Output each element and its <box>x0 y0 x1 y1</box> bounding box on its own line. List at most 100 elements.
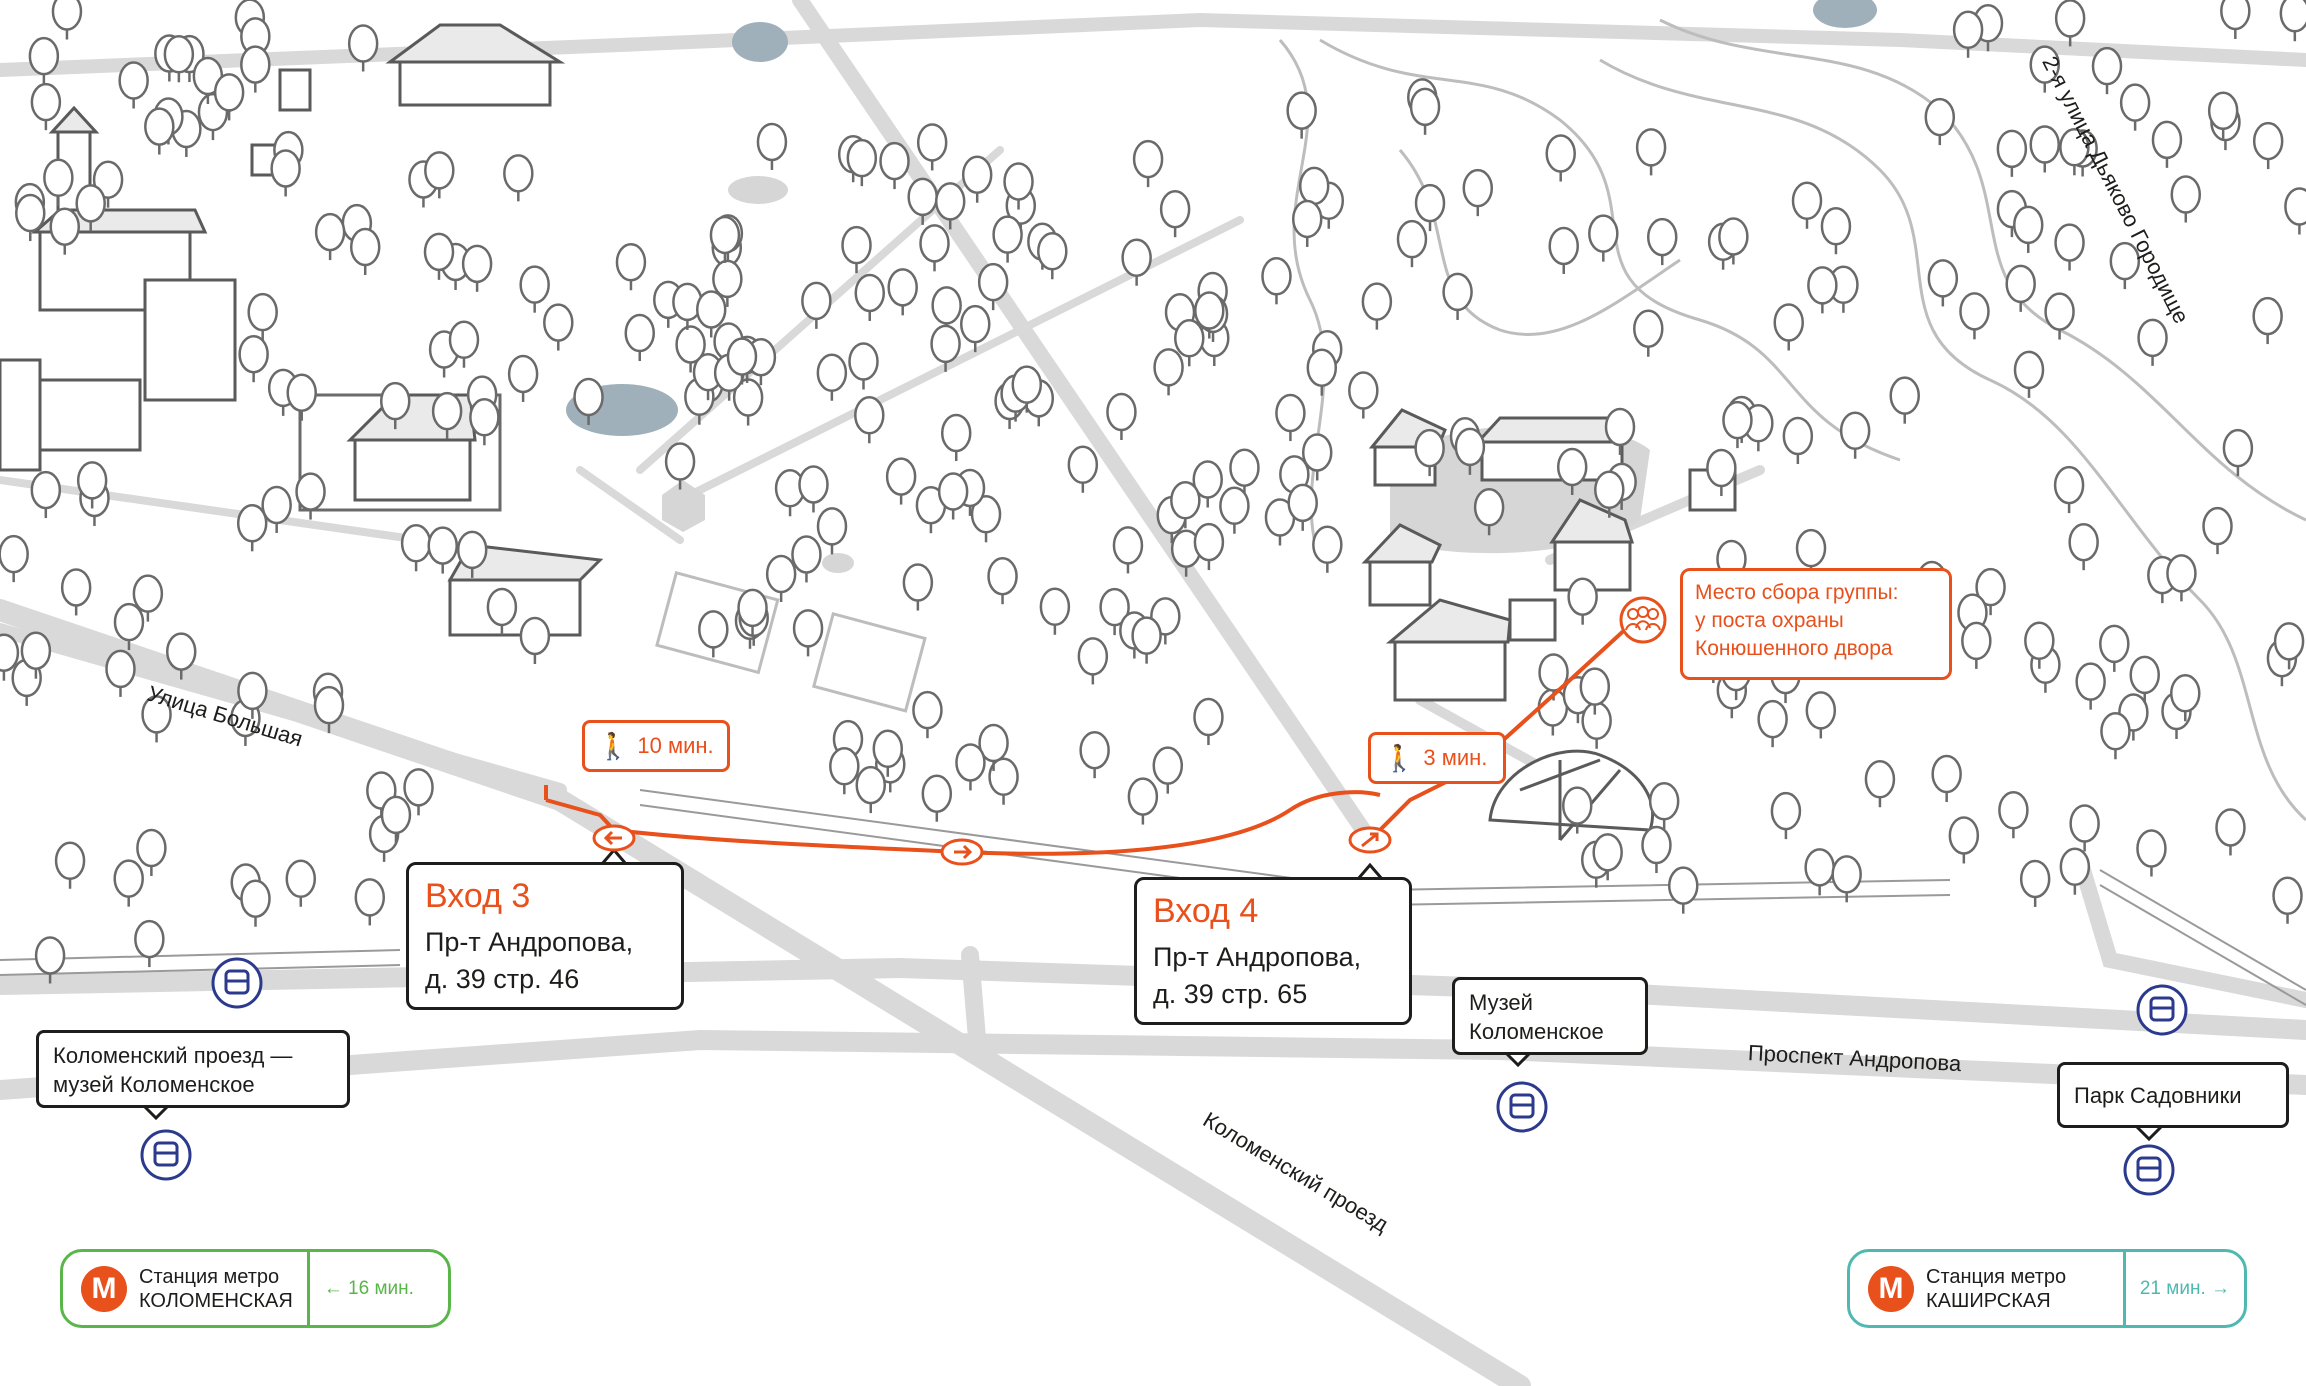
tree <box>816 353 848 401</box>
tree <box>2252 296 2283 345</box>
tree <box>2215 808 2246 856</box>
tree <box>51 0 83 40</box>
tree <box>1594 470 1625 518</box>
bus-stop-name: Музей <box>1469 990 1533 1015</box>
tree <box>2044 292 2075 340</box>
tree <box>1077 637 1109 685</box>
tree <box>1782 416 1814 465</box>
tree <box>1791 181 1823 229</box>
tree <box>709 215 741 263</box>
tree <box>756 122 788 170</box>
bus-stop-label: Музей Коломенское <box>1452 977 1648 1055</box>
tree <box>1473 488 1505 536</box>
tree <box>261 485 292 533</box>
tree <box>1442 272 1473 320</box>
bus-icon <box>2136 984 2188 1036</box>
tree <box>1633 309 1664 357</box>
tree <box>872 729 904 777</box>
entrance-address: Пр-т Андропова, <box>1153 942 1362 972</box>
tree <box>286 373 317 421</box>
meeting-point-line: Конюшенного двора <box>1695 637 1893 660</box>
tree <box>34 936 66 984</box>
metro-kolomenskaya-badge[interactable]: М Станция метро КОЛОМЕНСКАЯ ← 16 мин. <box>60 1249 451 1328</box>
entrance-4-pointer <box>1356 862 1384 880</box>
bus-stop-name: Коломенский проезд — <box>53 1043 293 1068</box>
tree <box>2068 522 2099 571</box>
tree <box>1646 217 1678 266</box>
tree <box>940 413 972 462</box>
tree <box>503 154 534 202</box>
pedestrian-icon: 🚶 <box>597 730 630 761</box>
walk-time-label: 10 мин. <box>637 733 714 758</box>
tree <box>816 507 848 555</box>
road-vertical-left <box>961 946 987 1059</box>
tree <box>988 757 1019 805</box>
tree <box>1820 207 1852 255</box>
tree <box>1106 392 1137 440</box>
tree <box>765 554 797 602</box>
entrance-4-callout: Вход 4 Пр-т Андропова, д. 39 стр. 65 <box>1134 877 1412 1025</box>
road-park-path-3 <box>576 466 684 544</box>
tree <box>1556 447 1588 495</box>
bus-stop-icons <box>140 957 2188 1196</box>
tree <box>380 795 412 843</box>
tree <box>1409 87 1441 135</box>
tree <box>379 381 411 430</box>
tree <box>1193 697 1224 746</box>
tree <box>2099 624 2130 672</box>
tree <box>2170 674 2201 722</box>
tree <box>403 768 434 816</box>
tree <box>1067 445 1099 493</box>
tree <box>2059 128 2090 176</box>
garden-square-2 <box>811 612 927 713</box>
tree <box>841 225 872 274</box>
bus-stop-name: Парк Садовники <box>2074 1082 2242 1108</box>
tree <box>1039 587 1071 635</box>
tree <box>141 695 172 743</box>
tree <box>354 878 386 926</box>
fence-south-left-b <box>0 964 401 976</box>
tree <box>934 182 966 230</box>
tree <box>2029 45 2061 93</box>
tree <box>1604 407 1636 455</box>
tree <box>573 377 604 425</box>
bus-icon <box>1496 1081 1548 1133</box>
tree <box>1581 701 1612 749</box>
tree <box>144 107 175 155</box>
tree <box>1548 226 1579 274</box>
tree <box>1011 365 1043 413</box>
tree <box>314 212 346 261</box>
tree <box>519 265 550 313</box>
bus-stop-name: Коломенское <box>1469 1019 1604 1044</box>
entrance-3-callout: Вход 3 Пр-т Андропова, д. 39 стр. 46 <box>406 862 684 1010</box>
tree <box>664 442 696 490</box>
walk-time-label: 3 мин. <box>1423 745 1488 770</box>
tree <box>1121 238 1152 286</box>
tree <box>1153 348 1184 396</box>
tree <box>1648 782 1680 830</box>
tree <box>1174 319 1205 367</box>
tree <box>113 602 145 651</box>
metro-logo-icon: М <box>81 1265 127 1312</box>
tree <box>1804 848 1835 896</box>
tree <box>1998 791 2029 839</box>
pond-northeast <box>1813 0 1877 28</box>
tree <box>2019 859 2051 907</box>
tree <box>2100 711 2131 760</box>
tree <box>2054 223 2085 271</box>
tree <box>2075 662 2106 710</box>
tree <box>1286 91 1317 139</box>
tree <box>49 207 80 255</box>
tree <box>1668 866 1699 914</box>
tree <box>1592 833 1623 881</box>
plaza-3 <box>822 553 854 573</box>
tree <box>698 610 729 658</box>
tree <box>1773 303 1804 351</box>
ravine-edge-5 <box>1398 149 1681 336</box>
tree <box>2069 804 2100 852</box>
tree <box>1037 232 1068 280</box>
tree <box>28 36 60 85</box>
metro-station-caption: Станция метро <box>139 1265 280 1288</box>
metro-kashirskaya-badge[interactable]: М Станция метро КАШИРСКАЯ 21 мин. → <box>1847 1249 2247 1328</box>
